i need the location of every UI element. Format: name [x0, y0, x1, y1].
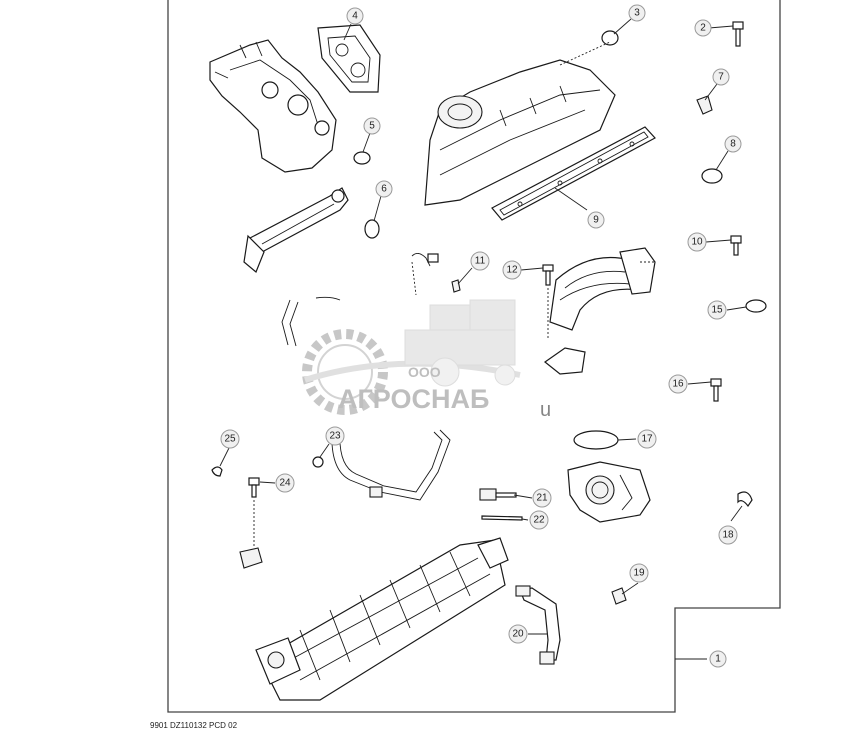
callout-label: 15 — [711, 305, 723, 316]
bolt-16 — [710, 378, 722, 402]
watermark-suffix: u — [540, 399, 551, 421]
clamp-18 — [737, 491, 753, 508]
intake-manifold — [424, 41, 616, 206]
callout-6: 6 — [375, 180, 393, 198]
flex-pipe — [549, 247, 656, 331]
callout-label: 23 — [329, 431, 341, 442]
bolt-10 — [730, 235, 742, 256]
intake-housing — [209, 39, 337, 173]
callout-25: 25 — [220, 429, 240, 449]
callout-19: 19 — [629, 563, 649, 583]
watermark-company-name: АГРОСНАБ — [338, 384, 489, 414]
callout-label: 1 — [715, 654, 721, 665]
watermark-harvester-icon — [404, 299, 516, 387]
egr-valve — [567, 461, 651, 523]
clip-19 — [611, 587, 627, 605]
clamp-15 — [745, 299, 767, 313]
bolt-12 — [542, 264, 554, 340]
callout-label: 11 — [475, 256, 486, 267]
o-ring-23 — [312, 456, 324, 468]
callout-label: 22 — [533, 515, 545, 526]
flange-gasket — [543, 347, 586, 375]
callout-12: 12 — [502, 260, 522, 280]
callout-22: 22 — [529, 510, 549, 530]
callout-label: 12 — [506, 265, 518, 276]
callout-label: 7 — [718, 72, 724, 83]
sensor-21 — [479, 488, 517, 501]
callout-23: 23 — [325, 426, 345, 446]
callout-15: 15 — [707, 300, 727, 320]
bracket-pipe-20 — [515, 585, 561, 665]
callout-label: 24 — [279, 478, 291, 489]
callout-label: 17 — [641, 434, 653, 445]
callout-16: 16 — [668, 374, 688, 394]
callout-2: 2 — [694, 19, 712, 37]
hose-11 — [411, 253, 461, 296]
o-ring-6 — [364, 219, 380, 239]
callout-label: 19 — [633, 568, 645, 579]
callout-21: 21 — [532, 488, 552, 508]
callout-label: 25 — [224, 434, 236, 445]
o-ring-3 — [601, 30, 619, 46]
drawing-code: 9901 DZ110132 PCD 02 — [150, 721, 238, 730]
o-ring-5 — [353, 151, 371, 165]
callout-18: 18 — [718, 525, 738, 545]
callout-10: 10 — [687, 232, 707, 252]
manifold-gasket — [491, 126, 656, 221]
intake-gasket — [317, 24, 381, 93]
clip-25 — [211, 466, 223, 477]
callout-7: 7 — [712, 68, 730, 86]
callout-label: 4 — [352, 11, 358, 22]
callout-17: 17 — [637, 429, 657, 449]
callout-label: 8 — [730, 139, 736, 150]
callout-9: 9 — [587, 211, 605, 229]
callout-20: 20 — [508, 624, 528, 644]
callout-label: 16 — [672, 379, 684, 390]
callout-label: 3 — [634, 8, 640, 19]
egr-cooler — [255, 537, 509, 701]
sensor-tube — [281, 296, 341, 347]
clip-7 — [696, 95, 713, 115]
leader-lines — [219, 18, 747, 660]
callout-5: 5 — [363, 117, 381, 135]
callout-3: 3 — [628, 4, 646, 22]
bolt-2 — [732, 21, 744, 47]
callout-11: 11 — [470, 251, 490, 271]
callout-label: 18 — [722, 530, 734, 541]
callout-4: 4 — [346, 7, 364, 25]
callout-label: 2 — [700, 23, 706, 34]
o-ring-17 — [573, 430, 619, 450]
watermark-company-prefix: ООО — [408, 364, 441, 380]
callout-1: 1 — [709, 650, 727, 668]
callout-label: 20 — [512, 629, 524, 640]
bolt-24 — [239, 477, 263, 569]
gasket-22 — [481, 515, 523, 521]
callout-label: 21 — [536, 493, 548, 504]
callout-8: 8 — [724, 135, 742, 153]
curved-pipe-23 — [331, 429, 451, 501]
callout-24: 24 — [275, 473, 295, 493]
callout-label: 10 — [691, 237, 703, 248]
callout-label: 6 — [381, 184, 387, 195]
watermark: ООО АГРОСНАБ u — [302, 299, 551, 421]
callout-label: 5 — [369, 121, 375, 132]
o-ring-8 — [701, 168, 723, 184]
egr-tube-upper — [243, 187, 349, 273]
diagram-frame — [167, 0, 781, 713]
callout-label: 9 — [593, 215, 599, 226]
